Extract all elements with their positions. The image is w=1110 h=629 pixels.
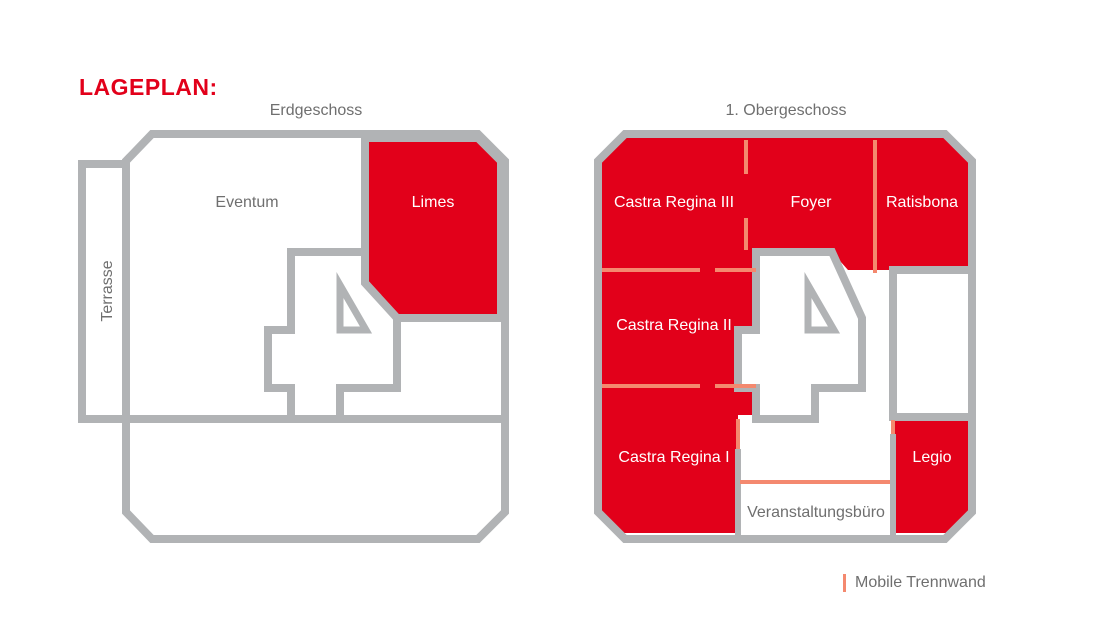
room-label-castra-regina-iii: Castra Regina III bbox=[614, 194, 734, 211]
room-label-ratisbona: Ratisbona bbox=[886, 194, 958, 211]
building-outline-obergeschoss bbox=[594, 130, 976, 543]
room-label-terrasse: Terrasse bbox=[99, 260, 116, 321]
core-erdgeschoss bbox=[264, 248, 401, 423]
mobile-partitions bbox=[602, 140, 895, 484]
floor-label-obergeschoss: 1. Obergeschoss bbox=[725, 102, 847, 119]
page-title: LAGEPLAN: bbox=[79, 74, 218, 100]
room-label-limes: Limes bbox=[412, 194, 455, 211]
room-label-castra-regina-ii: Castra Regina II bbox=[616, 317, 732, 334]
room-legio-area[interactable] bbox=[893, 420, 972, 533]
floor-label-erdgeschoss: Erdgeschoss bbox=[269, 102, 363, 119]
floor-plan-erdgeschoss: Eventum Limes Terrasse bbox=[78, 130, 509, 543]
mobile-wall-legend-swatch bbox=[843, 574, 846, 592]
legend: Mobile Trennwand bbox=[843, 572, 986, 594]
core-obergeschoss bbox=[734, 248, 866, 423]
room-label-eventum: Eventum bbox=[215, 194, 278, 211]
room-label-foyer: Foyer bbox=[791, 194, 833, 211]
floor-plan-obergeschoss: Castra Regina III Foyer Ratisbona Castra… bbox=[594, 130, 976, 543]
room-label-veranstaltungsbuero: Veranstaltungsbüro bbox=[747, 504, 885, 521]
legend-label: Mobile Trennwand bbox=[855, 574, 986, 591]
room-terrasse bbox=[78, 160, 130, 423]
stair-triangle-erdgeschoss bbox=[336, 271, 373, 334]
room-limes[interactable] bbox=[361, 134, 505, 322]
room-east-unnamed bbox=[889, 266, 976, 421]
room-label-legio: Legio bbox=[912, 449, 951, 466]
room-ratisbona-area[interactable] bbox=[875, 134, 972, 270]
room-label-castra-regina-i: Castra Regina I bbox=[618, 449, 729, 466]
stair-triangle-obergeschoss bbox=[804, 271, 841, 334]
